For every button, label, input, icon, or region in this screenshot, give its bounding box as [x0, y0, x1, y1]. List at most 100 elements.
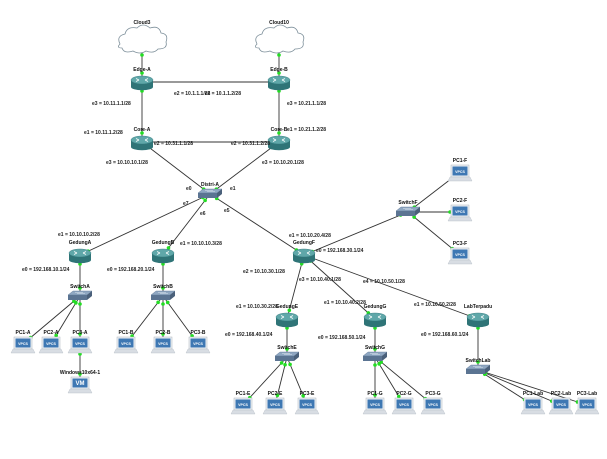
interface-label: e2 = 10.1.1.1/28 [174, 91, 211, 97]
interface-label: e1 = 10.10.10.3/28 [180, 241, 222, 247]
node-gedunge[interactable]: GedungE [275, 304, 299, 328]
node-switchlab[interactable]: SwitchLab [465, 358, 491, 374]
vpcs-laptop-icon: VPCS [185, 336, 211, 354]
port-indicator [301, 393, 305, 398]
node-label: Cloud10 [269, 20, 289, 26]
vpcs-laptop-icon: VPCS [230, 397, 256, 415]
interface-label: e1 [230, 186, 236, 192]
interface-label: e3 = 10.11.1.1/28 [92, 101, 131, 107]
node-core-a[interactable]: Core-A [130, 127, 154, 151]
interface-label: e6 [200, 211, 206, 217]
switch-icon [274, 351, 300, 361]
port-indicator [279, 361, 284, 365]
node-label: SwitchB [153, 284, 173, 290]
node-cloud3[interactable]: Cloud3 [118, 20, 168, 54]
port-indicator [285, 347, 289, 351]
node-switchb[interactable]: SwitchB [150, 284, 176, 300]
screen-label: VM [76, 381, 85, 387]
node-label: SwitchA [70, 284, 90, 290]
node-label: PC1-A [15, 330, 30, 336]
node-gedungf[interactable]: GedungF [292, 240, 316, 264]
node-label: PC3-F [453, 241, 467, 247]
port-indicator [412, 215, 416, 219]
port-indicator [166, 246, 171, 250]
port-indicator [373, 363, 377, 367]
link-SwitchLab-PC2-Lab[interactable] [477, 369, 562, 406]
port-indicator [161, 286, 165, 290]
node-core-b[interactable]: Core-B [267, 127, 291, 151]
node-gedungg[interactable]: GedungG [363, 304, 387, 328]
link-Edge-A-Core-A[interactable] [140, 82, 144, 142]
link-Distri-A-GedungF[interactable] [209, 193, 305, 256]
screen-label: VPCS [158, 342, 168, 346]
node-edge-a[interactable]: Edge-A [130, 67, 154, 91]
link-Core-B-Distri-A[interactable] [209, 141, 280, 195]
node-edge-b[interactable]: Edge-B [267, 67, 291, 91]
router-icon [267, 75, 291, 91]
node-switchg[interactable]: SwitchG [362, 345, 388, 361]
router-icon [130, 135, 154, 151]
node-switchf[interactable]: SwitchF [395, 200, 421, 216]
switch-icon [465, 364, 491, 374]
link-SwitchE-PC3-E[interactable] [286, 356, 308, 406]
node-label: PC2-F [453, 198, 467, 204]
port-indicator [78, 372, 82, 376]
node-gedungb[interactable]: GedungB [152, 240, 175, 264]
node-label: SwitchLab [465, 358, 490, 364]
router-icon [130, 75, 154, 91]
vpcs-laptop-icon: VPCS [574, 397, 600, 415]
link-SwitchE-PC2-E[interactable] [274, 356, 288, 406]
link-Edge-B-Core-B[interactable] [277, 82, 281, 142]
screen-label: VPCS [399, 403, 409, 407]
interface-label: e0 = 192.168.20.1/24 [107, 267, 155, 273]
interface-label: e0 = 192.168.30.1/24 [316, 248, 364, 254]
link-SwitchA-PC2-A[interactable] [50, 295, 81, 345]
port-indicator [379, 360, 383, 364]
node-switche[interactable]: SwitchE [274, 345, 300, 361]
interface-label: e2 = 10.10.30.1/28 [243, 269, 285, 275]
node-label: GedungF [293, 240, 315, 246]
link-SwitchA-PC3-A[interactable] [78, 296, 82, 344]
link-Core-A-Distri-A[interactable] [141, 141, 211, 195]
vpcs-laptop-icon: VPCS [520, 397, 546, 415]
link-SwitchG-PC1-G[interactable] [373, 357, 377, 405]
interface-label: e3 = 10.10.40.1/28 [299, 277, 341, 283]
node-gedunga[interactable]: GedungA [68, 240, 92, 264]
port-indicator [161, 302, 165, 306]
router-icon [292, 248, 316, 264]
node-labterpadu[interactable]: LabTerpadu [464, 304, 492, 328]
router-icon [68, 248, 92, 264]
node-switcha[interactable]: SwitchA [67, 284, 93, 300]
node-cloud10[interactable]: Cloud10 [255, 20, 305, 54]
link-Edge-A-Edge-B[interactable] [142, 80, 279, 84]
node-distri-a[interactable]: Distri-A [197, 182, 223, 198]
link-SwitchB-PC2-B[interactable] [161, 296, 165, 344]
interface-label: e2 = 10.31.1.2/28 [231, 141, 270, 147]
link-Distri-A-GedungB[interactable] [162, 193, 211, 256]
node-label: Edge-B [270, 67, 288, 73]
interface-label: e5 [224, 208, 230, 214]
port-indicator [288, 362, 292, 367]
link-GedungF-LabTerpadu[interactable] [303, 254, 479, 320]
router-icon [363, 312, 387, 328]
